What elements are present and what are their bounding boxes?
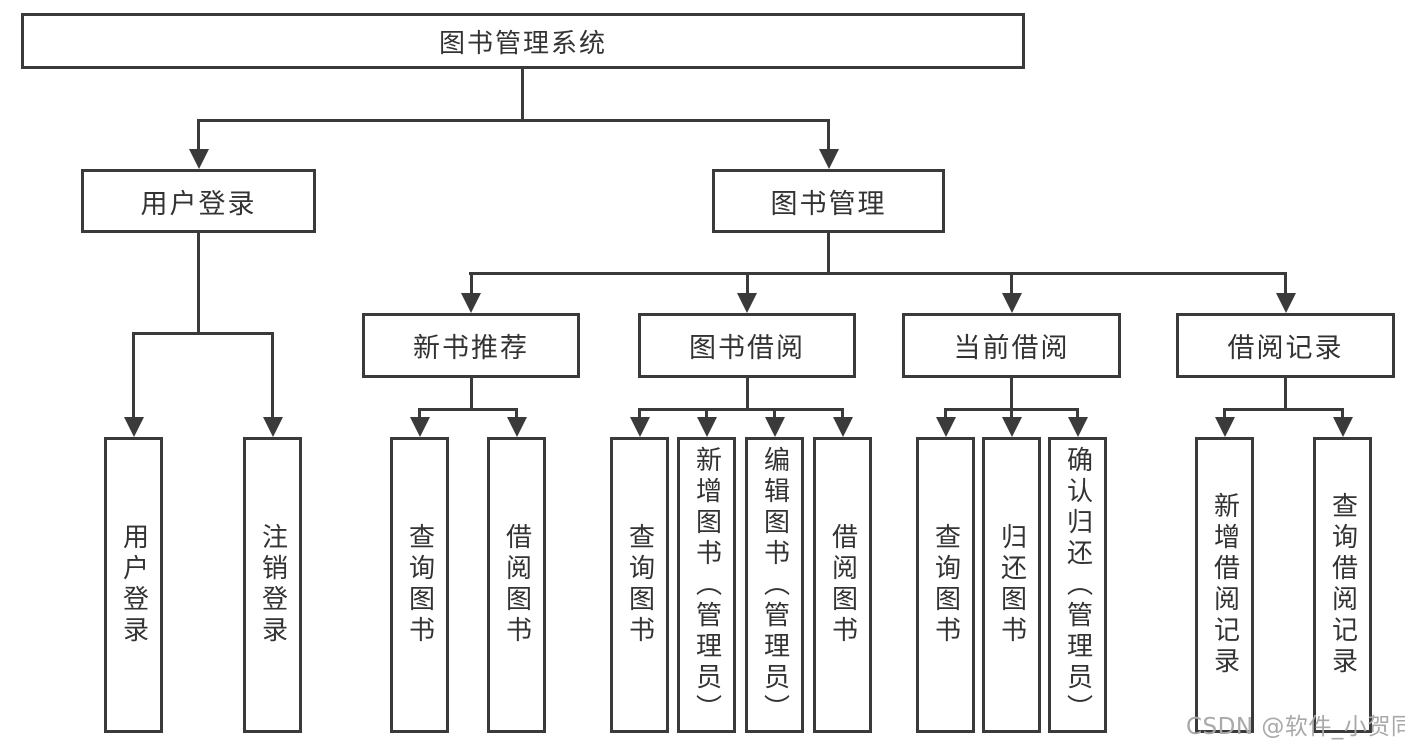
node-label: 新书推荐 bbox=[413, 333, 529, 364]
node-library-management-system: 图书管理系统 bbox=[21, 13, 1025, 69]
connector-line bbox=[197, 119, 200, 151]
leaf-label: 新增借阅记录 bbox=[1209, 492, 1240, 678]
node-book-management: 图书管理 bbox=[712, 169, 945, 233]
leaf-borrow-books-1: 借阅图书 bbox=[487, 437, 546, 733]
leaf-edit-book-admin: 编辑图书（管理员） bbox=[745, 437, 804, 733]
connector-line bbox=[1010, 272, 1013, 295]
leaf-label: 编辑图书（管理员） bbox=[759, 445, 790, 725]
arrow-down-icon bbox=[936, 417, 956, 437]
watermark: CSDN @软件_小贺同学 bbox=[1186, 714, 1405, 740]
leaf-user-login: 用户登录 bbox=[104, 437, 163, 733]
arrow-down-icon bbox=[1215, 417, 1235, 437]
connector-line bbox=[746, 272, 749, 295]
leaf-label: 确认归还（管理员） bbox=[1062, 445, 1093, 725]
connector-line bbox=[841, 408, 844, 419]
leaf-query-borrow-record: 查询借阅记录 bbox=[1313, 437, 1372, 733]
connector-line bbox=[773, 408, 776, 419]
leaf-logout: 注销登录 bbox=[243, 437, 302, 733]
leaf-label: 查询借阅记录 bbox=[1327, 492, 1358, 678]
arrow-down-icon bbox=[765, 417, 785, 437]
arrow-down-icon bbox=[1333, 417, 1353, 437]
leaf-return-books: 归还图书 bbox=[982, 437, 1041, 733]
connector-line bbox=[470, 272, 473, 295]
connector-line bbox=[746, 376, 749, 410]
arrow-down-icon bbox=[263, 417, 283, 437]
connector-line bbox=[1223, 408, 1344, 411]
arrow-down-icon bbox=[124, 417, 144, 437]
leaf-label: 注销登录 bbox=[257, 523, 288, 647]
arrow-down-icon bbox=[819, 149, 839, 169]
connector-line bbox=[469, 272, 1287, 275]
leaf-label: 借阅图书 bbox=[827, 523, 858, 647]
connector-line bbox=[197, 119, 830, 122]
node-current-borrowing: 当前借阅 bbox=[902, 313, 1121, 378]
arrow-down-icon bbox=[410, 417, 430, 437]
connector-line bbox=[1010, 376, 1013, 410]
leaf-query-books-2: 查询图书 bbox=[610, 437, 669, 733]
connector-line bbox=[418, 408, 518, 411]
node-label: 当前借阅 bbox=[953, 333, 1070, 364]
arrow-down-icon bbox=[461, 293, 481, 313]
leaf-add-book-admin: 新增图书（管理员） bbox=[677, 437, 736, 733]
node-label: 图书借阅 bbox=[689, 333, 805, 364]
connector-line bbox=[944, 408, 947, 419]
node-new-book-recommendation: 新书推荐 bbox=[362, 313, 580, 378]
connector-line bbox=[1284, 376, 1287, 410]
leaf-label: 查询图书 bbox=[930, 523, 961, 647]
connector-line bbox=[1341, 408, 1344, 419]
arrow-down-icon bbox=[1002, 417, 1022, 437]
arrow-down-icon bbox=[1068, 417, 1088, 437]
leaf-borrow-books-2: 借阅图书 bbox=[813, 437, 872, 733]
connector-line bbox=[827, 231, 830, 274]
arrow-down-icon bbox=[833, 417, 853, 437]
leaf-add-borrow-record: 新增借阅记录 bbox=[1195, 437, 1254, 733]
arrow-down-icon bbox=[630, 417, 650, 437]
node-label: 图书管理系统 bbox=[438, 28, 607, 59]
connector-line bbox=[132, 332, 274, 335]
leaf-label: 用户登录 bbox=[118, 523, 149, 647]
connector-line bbox=[1076, 408, 1079, 419]
leaf-query-books-3: 查询图书 bbox=[916, 437, 975, 733]
node-label: 用户登录 bbox=[140, 188, 257, 220]
connector-line bbox=[1284, 272, 1287, 295]
leaf-label: 查询图书 bbox=[624, 523, 655, 647]
connector-line bbox=[418, 408, 421, 419]
leaf-label: 新增图书（管理员） bbox=[691, 445, 722, 725]
arrow-down-icon bbox=[1002, 293, 1022, 313]
arrow-down-icon bbox=[1276, 293, 1296, 313]
node-borrowing-records: 借阅记录 bbox=[1176, 313, 1395, 378]
node-label: 借阅记录 bbox=[1227, 333, 1344, 364]
node-label: 图书管理 bbox=[770, 188, 887, 220]
connector-line bbox=[515, 408, 518, 419]
leaf-label: 查询图书 bbox=[404, 523, 435, 647]
connector-line bbox=[827, 119, 830, 151]
connector-line bbox=[638, 408, 844, 411]
arrow-down-icon bbox=[189, 149, 209, 169]
arrow-down-icon bbox=[507, 417, 527, 437]
leaf-confirm-return-admin: 确认归还（管理员） bbox=[1048, 437, 1107, 733]
connector-line bbox=[521, 67, 524, 121]
connector-line bbox=[638, 408, 641, 419]
connector-line bbox=[470, 376, 473, 410]
arrow-down-icon bbox=[737, 293, 757, 313]
connector-line bbox=[197, 231, 200, 335]
leaf-label: 归还图书 bbox=[996, 523, 1027, 647]
leaf-query-books-1: 查询图书 bbox=[390, 437, 449, 733]
node-book-borrowing: 图书借阅 bbox=[638, 313, 856, 378]
connector-line bbox=[132, 332, 135, 419]
connector-line bbox=[271, 332, 274, 419]
connector-line bbox=[1010, 408, 1013, 419]
leaf-label: 借阅图书 bbox=[501, 523, 532, 647]
connector-line bbox=[1223, 408, 1226, 419]
connector-line bbox=[705, 408, 708, 419]
arrow-down-icon bbox=[697, 417, 717, 437]
node-user-login: 用户登录 bbox=[81, 169, 316, 233]
